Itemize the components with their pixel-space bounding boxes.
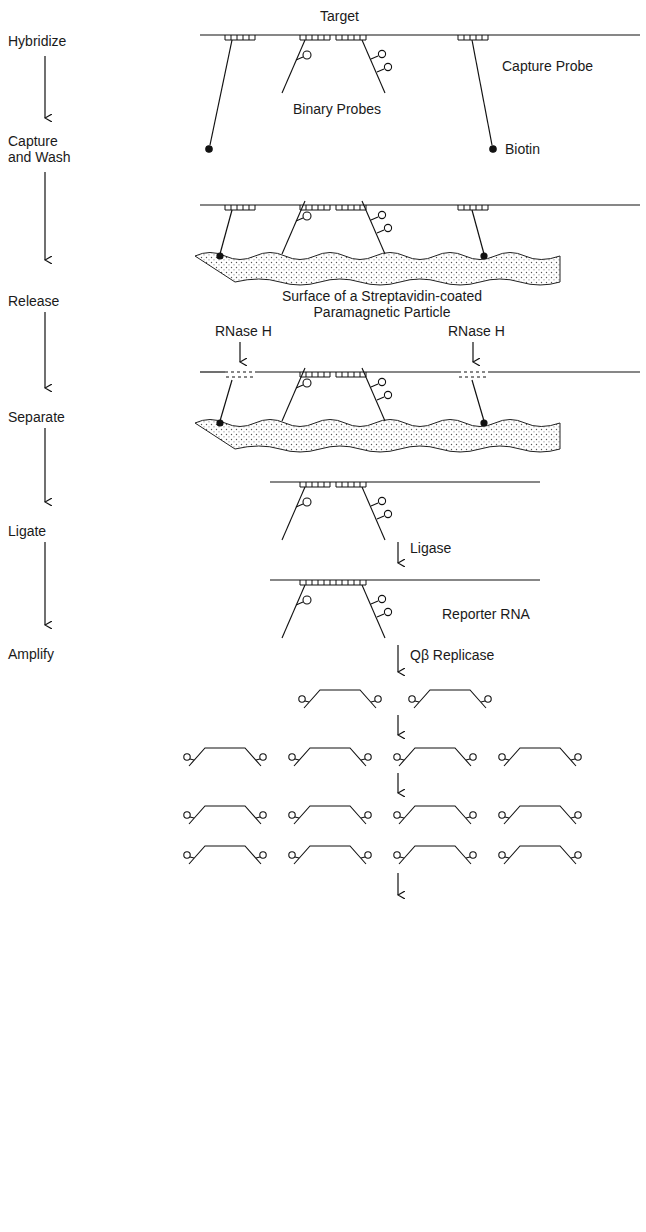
enzyme-label: RNase H [213, 323, 274, 339]
part-label: Biotin [503, 141, 542, 157]
enzyme-label: RNase H [446, 323, 507, 339]
step-label: Capture and Wash [6, 133, 82, 165]
step-label: Hybridize [6, 33, 68, 49]
part-label: Binary Probes [285, 101, 389, 117]
part-label: Target [318, 8, 361, 24]
part-label: Capture Probe [500, 58, 595, 74]
separate-panel [270, 482, 540, 540]
step-label: Release [6, 293, 61, 309]
enzyme-label: Qβ Replicase [408, 647, 496, 663]
step-label: Amplify [6, 646, 56, 662]
step-label: Ligate [6, 523, 48, 539]
hybridize-panel [200, 35, 640, 152]
release-panel [195, 342, 640, 452]
part-label: Surface of a Streptavidin-coated Paramag… [250, 288, 514, 320]
ligate-panel [270, 542, 540, 638]
amplify-panel [184, 645, 581, 895]
enzyme-label: Ligase [408, 540, 453, 556]
part-label: Reporter RNA [440, 606, 532, 622]
step-label: Separate [6, 409, 67, 425]
capture-panel [195, 201, 640, 285]
